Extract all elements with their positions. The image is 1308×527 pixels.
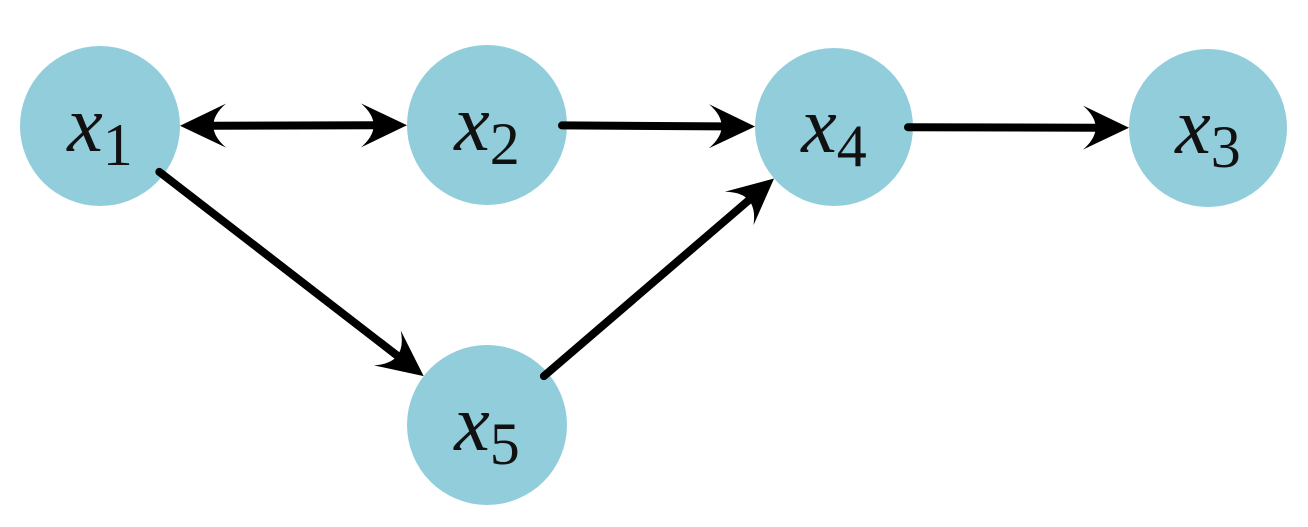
node-label-x1: x1	[66, 81, 133, 178]
arrowhead-x1-x5	[373, 330, 424, 377]
node-label-x3: x3	[1174, 83, 1241, 180]
arrowhead-x1-x2	[360, 103, 408, 148]
edges-layer	[155, 103, 1130, 381]
edge-x2-x4	[557, 104, 756, 149]
node-x5	[407, 345, 567, 505]
node-label-x2: x2	[453, 80, 520, 177]
edge-x5-x4	[539, 178, 775, 381]
arrowhead-x2-x4	[708, 104, 756, 149]
arrowhead-x5-x4	[724, 178, 775, 226]
node-x1	[20, 46, 180, 206]
nodes-layer: x1 x2 x4 x3 x5	[20, 45, 1287, 505]
edge-shaft-x4-x3	[903, 123, 1100, 132]
node-label-x5: x5	[453, 380, 520, 477]
node-x2	[407, 45, 567, 205]
edge-shaft-x2-x4	[557, 121, 726, 131]
arrowhead-x2-x1	[179, 103, 227, 148]
edge-x1-x5	[155, 167, 424, 377]
edge-x1-x2	[179, 103, 408, 148]
node-label-x4: x4	[800, 82, 867, 179]
edge-shaft-x1-x5	[155, 167, 402, 360]
edge-shaft-x5-x4	[539, 196, 753, 381]
node-x3	[1129, 49, 1287, 207]
node-x4	[755, 48, 913, 206]
edge-x4-x3	[903, 105, 1130, 150]
arrowhead-x4-x3	[1082, 105, 1130, 150]
